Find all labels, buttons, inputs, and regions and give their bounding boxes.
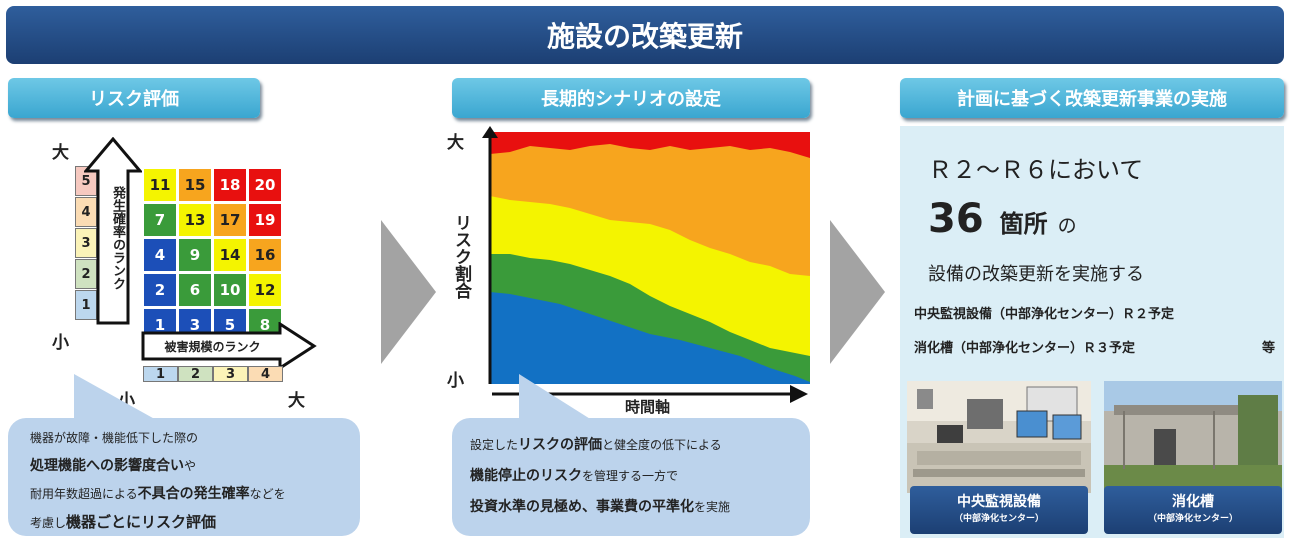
prob-axis-arrow: [84, 137, 142, 325]
damage-axis-big-label: 大: [288, 391, 305, 411]
damage-axis-arrow: [141, 322, 317, 370]
matrix-cell: 12: [248, 273, 282, 307]
matrix-cell: 4: [143, 238, 177, 272]
photo2-caption: 消化槽 （中部浄化センター）: [1104, 486, 1282, 534]
risk-eval-header: リスク評価: [8, 78, 260, 118]
matrix-cell: 11: [143, 168, 177, 202]
matrix-cell: 9: [178, 238, 212, 272]
risk-matrix: 11 15 18 20 7 13 17 19 4 9 14 16 2 6 10 …: [143, 168, 283, 343]
chart-y-axis-label: リスク割合: [451, 214, 471, 299]
scenario-header-label: 長期的シナリオの設定: [541, 89, 721, 110]
bubble-line: 耐用年数超過による不具合の発生確率などを: [30, 486, 286, 502]
chart-y-bottom-label: 小: [447, 371, 464, 391]
photo1-subtitle: （中部浄化センター）: [953, 514, 1044, 524]
matrix-cell: 16: [248, 238, 282, 272]
scenario-bubble: 設定したリスクの評価と健全度の低下による 機能停止のリスクを管理する一方で 投資…: [452, 418, 810, 536]
matrix-cell: 6: [178, 273, 212, 307]
matrix-cell: 20: [248, 168, 282, 202]
matrix-cell: 13: [178, 203, 212, 237]
chart-y-axis-arrow-head: [482, 126, 498, 138]
matrix-cell: 14: [213, 238, 247, 272]
matrix-cell: 10: [213, 273, 247, 307]
prob-rank-column: 5 4 3 2 1: [75, 166, 97, 322]
plan-etc: 等: [1262, 341, 1276, 356]
plan-count-line: 36 箇所 の: [928, 196, 1077, 242]
plan-count: 36: [928, 196, 984, 242]
plan-item-2: 消化槽（中部浄化センター）Ｒ３予定: [914, 341, 1136, 356]
flow-chevron-1: [381, 220, 436, 364]
bubble-line: 機能停止のリスクを管理する一方で: [470, 468, 679, 484]
control-room-photo: [907, 381, 1091, 493]
chart-area-red: [490, 132, 810, 158]
bubble-pointer: [519, 374, 595, 422]
matrix-cell: 15: [178, 168, 212, 202]
risk-eval-bubble: 機器が故障・機能低下した際の 処理機能への影響度合いや 耐用年数超過による不具合…: [8, 418, 360, 536]
bubble-line: 機器が故障・機能低下した際の: [30, 431, 199, 445]
bubble-line: 処理機能への影響度合いや: [30, 458, 197, 474]
risk-scenario-chart: [482, 126, 810, 384]
matrix-cell: 2: [143, 273, 177, 307]
plan-header-label: 計画に基づく改築更新事業の実施: [957, 89, 1227, 110]
digester-tank-photo: [1104, 381, 1282, 493]
plan-description: 設備の改築更新を実施する: [928, 264, 1144, 285]
prob-axis-small-label: 小: [52, 333, 69, 353]
plan-header: 計画に基づく改築更新事業の実施: [900, 78, 1284, 118]
plan-period: Ｒ２～Ｒ６において: [928, 156, 1144, 184]
damage-rank-4: 4: [248, 366, 283, 382]
bubble-line: 考慮し機器ごとにリスク評価: [30, 513, 217, 531]
plan-count-unit: 箇所: [999, 210, 1048, 238]
page-banner: 施設の改築更新: [6, 6, 1284, 64]
matrix-cell: 19: [248, 203, 282, 237]
prob-axis-label: 発生確率のランク: [110, 186, 125, 290]
damage-rank-1: 1: [143, 366, 178, 382]
plan-item-1: 中央監視設備（中部浄化センター）Ｒ２予定: [914, 307, 1175, 322]
plan-count-suffix: の: [1057, 215, 1077, 237]
flow-chevron-2: [830, 220, 885, 364]
bubble-line: 設定したリスクの評価と健全度の低下による: [470, 437, 722, 453]
matrix-cell: 7: [143, 203, 177, 237]
bubble-pointer: [74, 374, 160, 422]
photo1-title: 中央監視設備: [957, 494, 1041, 510]
chart-y-top-label: 大: [447, 133, 464, 153]
matrix-cell: 18: [213, 168, 247, 202]
photo2-title: 消化槽: [1172, 494, 1214, 510]
damage-axis-label: 被害規模のランク: [164, 340, 261, 354]
damage-rank-2: 2: [178, 366, 213, 382]
prob-axis-big-label: 大: [52, 143, 69, 163]
bubble-line: 投資水準の見極め、事業費の平準化を実施: [470, 499, 731, 515]
photo1-caption: 中央監視設備 （中部浄化センター）: [910, 486, 1088, 534]
chart-area-orange: [490, 132, 810, 276]
scenario-header: 長期的シナリオの設定: [452, 78, 810, 118]
damage-rank-row: 1 2 3 4: [143, 366, 283, 384]
page-title: 施設の改築更新: [546, 20, 743, 53]
matrix-cell: 17: [213, 203, 247, 237]
chart-x-axis-label: 時間軸: [625, 398, 671, 416]
damage-rank-3: 3: [213, 366, 248, 382]
risk-eval-header-label: リスク評価: [89, 89, 179, 110]
photo2-subtitle: （中部浄化センター）: [1147, 514, 1238, 524]
